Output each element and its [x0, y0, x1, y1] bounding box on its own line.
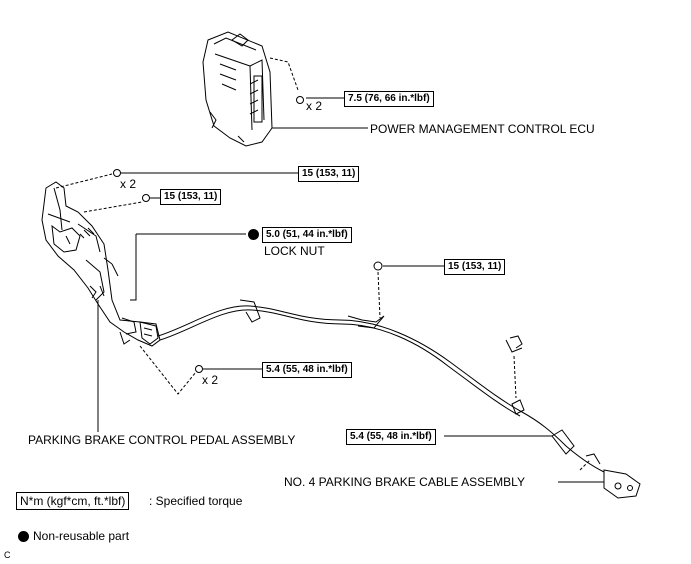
figure-code: C: [4, 550, 11, 560]
pedal-upper-quantity: x 2: [120, 177, 137, 191]
pedal-bolt-torque: 15 (153, 11): [160, 189, 222, 205]
lock-nut-torque: 5.0 (51, 44 in.*lbf): [262, 227, 352, 243]
cable-end-torque: 5.4 (55, 48 in.*lbf): [346, 429, 436, 445]
nonreusable-legend-marker: [18, 531, 29, 542]
ecu-illustration: [202, 31, 273, 147]
cable-label: NO. 4 PARKING BRAKE CABLE ASSEMBLY: [284, 475, 525, 489]
ecu-label: POWER MANAGEMENT CONTROL ECU: [370, 122, 595, 136]
ecu-quantity: x 2: [306, 99, 323, 113]
pedal-label: PARKING BRAKE CONTROL PEDAL ASSEMBLY: [28, 433, 296, 447]
ecu-nut-torque: 7.5 (76, 66 in.*lbf): [344, 91, 434, 107]
pedal-lower-quantity: x 2: [202, 373, 219, 387]
lock-nut-label: LOCK NUT: [264, 244, 325, 258]
pedal-assembly-illustration: [41, 181, 161, 347]
torque-legend-text: : Specified torque: [149, 494, 243, 508]
nonreusable-legend-text: Non-reusable part: [33, 529, 130, 543]
cable-illustration: [157, 299, 641, 499]
cable-bolt-torque: 15 (153, 11): [444, 259, 506, 275]
pedal-lower-torque: 5.4 (55, 48 in.*lbf): [262, 362, 352, 378]
torque-unit-legend: N*m (kgf*cm, ft.*lbf): [16, 492, 130, 510]
lock-nut-nonreusable-marker: [248, 229, 259, 240]
pedal-upper-torque: 15 (153, 11): [298, 166, 360, 182]
